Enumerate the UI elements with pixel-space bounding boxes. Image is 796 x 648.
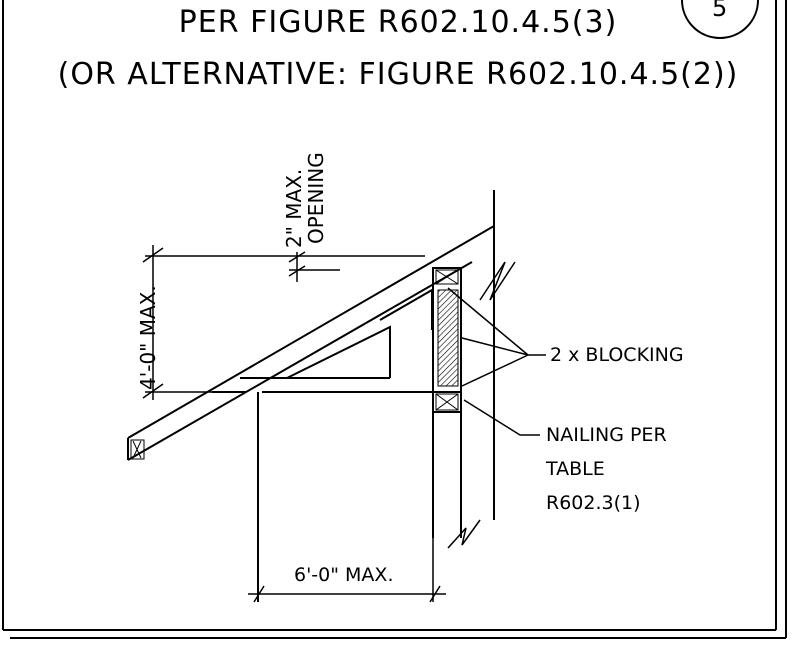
dim-opening-line2: OPENING — [304, 152, 328, 244]
leader-lines — [447, 287, 546, 436]
blocking-hatch — [437, 289, 459, 387]
dimension-lines — [142, 245, 446, 603]
detail-title-line2: (OR ALTERNATIVE: FIGURE R602.10.4.5(2)) — [57, 57, 739, 92]
rafter — [127, 225, 495, 461]
detail-number: 5 — [712, 0, 728, 22]
nailing-callout-line2: TABLE — [546, 458, 605, 480]
dim-height: 4'-0" MAX. — [136, 285, 160, 390]
break-lines — [447, 261, 516, 549]
dim-width: 6'-0" MAX. — [294, 564, 394, 586]
detail-bubble — [681, 0, 759, 39]
dim-opening-line1: 2" MAX. — [282, 168, 306, 248]
nailing-callout-line3: R602.3(1) — [546, 492, 641, 514]
blocking-callout: 2 x BLOCKING — [550, 344, 684, 366]
nailing-callout-line1: NAILING PER — [546, 424, 667, 446]
sheet-border — [2, 0, 787, 639]
detail-title-line1: PER FIGURE R602.10.4.5(3) — [178, 5, 618, 40]
wall — [432, 190, 495, 538]
truss-web — [240, 288, 433, 379]
